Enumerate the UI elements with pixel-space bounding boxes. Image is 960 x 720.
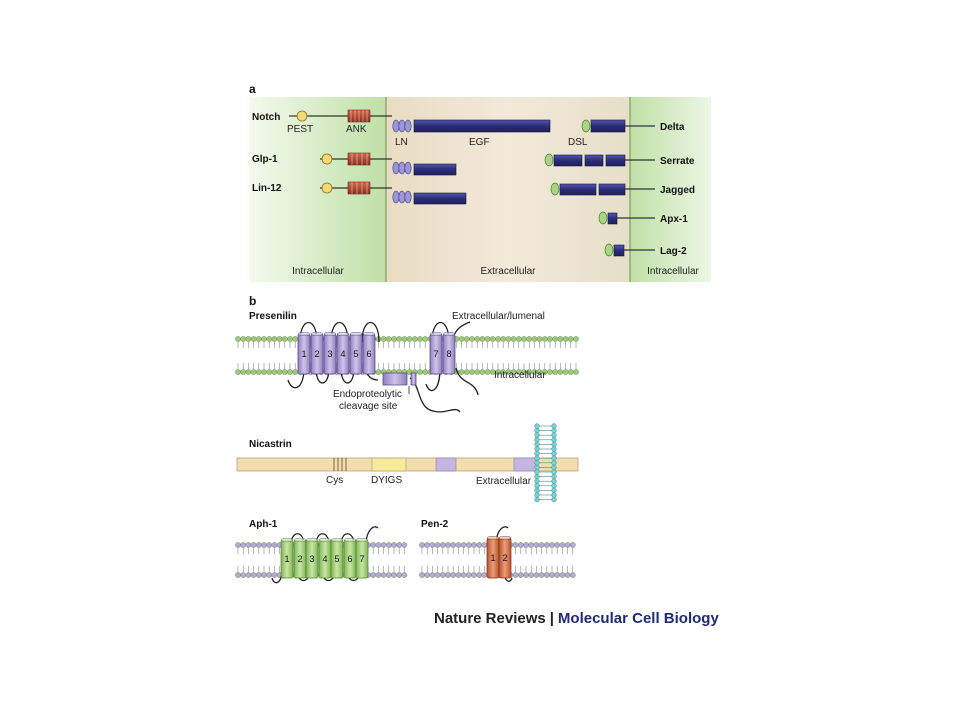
nicastrin-title: Nicastrin [249,439,292,450]
pen2-title: Pen-2 [421,519,449,530]
presenilin-tail [409,377,461,413]
helix-number: 6 [366,349,371,359]
ligand-label-lag2: Lag-2 [660,246,687,257]
nicastrin-vertical-membrane [534,423,557,503]
cleavage-label-line2: cleavage site [339,401,398,412]
jagged-ligand: Jagged [550,182,695,196]
domain-label-ln: LN [395,137,408,148]
helix-number: 1 [490,553,495,563]
domain-label-pest: PEST [287,124,313,135]
ligand-label-apx1: Apx-1 [660,214,688,225]
presenilin-title: Presenilin [249,311,297,322]
ank-domain [347,109,371,123]
domain-label-egf: EGF [469,137,490,148]
panel-b-label: b [249,294,256,308]
ligand-label-delta: Delta [660,122,685,133]
lag2-ligand: Lag-2 [604,243,687,257]
presenilin-intracellular-loops [287,367,479,396]
helix-number: 2 [297,554,302,564]
helix-number: 7 [359,554,364,564]
presenilin-membrane [235,336,579,375]
nicastrin-dyigs-label: DYIGS [371,475,402,486]
nicastrin-cys-label: Cys [326,475,343,486]
helix-number: 8 [446,349,451,359]
glp1-receptor: Glp-1 [252,152,457,176]
receptor-label-notch: Notch [252,112,280,123]
journal-footer: Nature Reviews|Molecular Cell Biology [434,610,719,627]
presenilin-intracellular-label: Intracellular [494,370,546,381]
nicastrin-extracellular-label: Extracellular [476,476,532,487]
ln-repeats [392,119,412,133]
nicastrin-purple-segment-2 [513,457,539,472]
helix-number: 5 [334,554,339,564]
ligand-label-serrate: Serrate [660,156,695,167]
ligand-label-jagged: Jagged [660,185,695,196]
delta-ligand: DSL Delta [568,119,685,148]
nicastrin-bar [236,457,579,472]
helix-number: 4 [340,349,345,359]
helix-number: 7 [433,349,438,359]
region-label-extracellular: Extracellular [480,266,536,277]
panel-a-label: a [249,82,256,96]
egf-repeats [413,119,551,133]
presenilin-extracellular-loops [299,321,471,343]
nicastrin: Nicastrin Cys DYIGS Extracellular [236,423,579,503]
pest-domain [296,110,308,122]
lin12-receptor: Lin-12 [252,181,467,205]
receptor-label-lin12: Lin-12 [252,183,282,194]
journal-section: Molecular Cell Biology [557,610,719,627]
serrate-ligand: Serrate [544,153,695,167]
helix-number: 1 [284,554,289,564]
region-label-intracellular-right: Intracellular [647,266,699,277]
nicastrin-purple-segment-1 [435,457,457,472]
footer-separator: | [549,610,554,627]
helix-number: 2 [502,553,507,563]
cleavage-label-line1: Endoproteolytic [333,389,402,400]
helix-number: 3 [309,554,314,564]
dyigs-segment [371,457,407,472]
domain-label-dsl: DSL [568,137,588,148]
helix-number: 4 [322,554,327,564]
aph1-extracellular-loops [290,526,379,546]
panel-a: a Intracellular Extracellular Intracellu… [249,82,711,282]
notch-receptor: Notch PEST ANK LN EGF [252,109,551,148]
region-label-intracellular-left: Intracellular [292,266,344,277]
cleavage-fragment-2 [410,372,417,386]
aph1-title: Aph-1 [249,519,278,530]
cleavage-fragment-1 [382,372,408,386]
domain-label-ank: ANK [346,124,367,135]
receptor-label-glp1: Glp-1 [252,154,278,165]
apx1-ligand: Apx-1 [598,211,688,225]
helix-number: 6 [347,554,352,564]
presenilin-extracellular-label: Extracellular/lumenal [452,311,545,322]
helix-number: 2 [314,349,319,359]
journal-name: Nature Reviews [434,610,546,627]
helix-number: 5 [353,349,358,359]
aph1-intracellular-loops [271,569,361,584]
helix-number: 3 [327,349,332,359]
helix-number: 1 [301,349,306,359]
